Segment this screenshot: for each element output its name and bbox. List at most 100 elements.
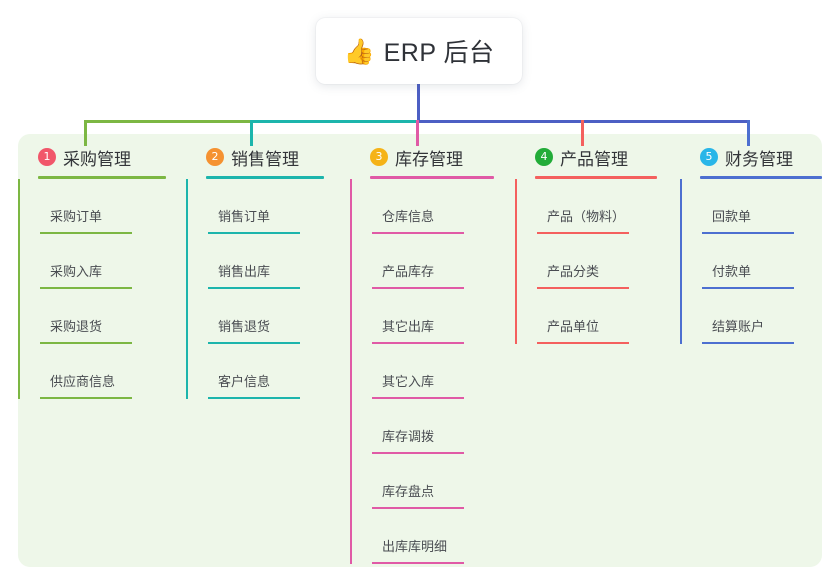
column-badge-icon: 3: [370, 148, 388, 166]
list-item-rule: [208, 287, 300, 289]
list-item-rule: [208, 232, 300, 234]
list-item[interactable]: 采购退货: [40, 289, 186, 344]
list-item-rule: [372, 232, 464, 234]
thumbs-up-icon: 👍: [343, 37, 375, 66]
list-item-rule: [40, 342, 132, 344]
page-title: ERP 后台: [383, 39, 495, 67]
list-item-rule: [40, 397, 132, 399]
list-item-label: 销售退货: [218, 319, 271, 334]
list-item[interactable]: 库存调拨: [372, 399, 515, 454]
column-4: 4 产品管理产品（物料） 产品分类产品单位: [515, 144, 680, 344]
diagram-background-panel: [18, 134, 822, 567]
list-item[interactable]: 其它入库: [372, 344, 515, 399]
list-item-rule: [40, 287, 132, 289]
column-spine: [18, 179, 20, 399]
list-item-label: 仓库信息: [382, 209, 435, 224]
list-item[interactable]: 付款单: [702, 234, 822, 289]
list-item-label: 产品单位: [547, 319, 600, 334]
list-item-label: 销售出库: [218, 264, 271, 279]
column-badge-icon: 1: [38, 148, 56, 166]
column-item-list: 回款单付款单结算账户: [680, 179, 822, 344]
list-item-label: 产品库存: [382, 264, 435, 279]
list-item[interactable]: 客户信息: [208, 344, 350, 399]
list-item-label: 回款单: [712, 209, 752, 224]
column-title: 库存管理: [395, 149, 463, 169]
column-item-list: 销售订单销售出库销售退货客户信息: [186, 179, 350, 399]
column-header-1[interactable]: 1 采购管理: [18, 144, 186, 170]
list-item-label: 出库库明细: [382, 539, 448, 554]
list-item-rule: [372, 397, 464, 399]
list-item-label: 其它出库: [382, 319, 435, 334]
list-item-rule: [702, 232, 794, 234]
column-header-4[interactable]: 4 产品管理: [515, 144, 680, 170]
list-item-label: 库存调拨: [382, 429, 435, 444]
list-item[interactable]: 销售订单: [208, 179, 350, 234]
list-item-label: 客户信息: [218, 374, 271, 389]
column-header-rule: [535, 176, 657, 179]
list-item-label: 付款单: [712, 264, 752, 279]
column-header-rule: [700, 176, 822, 179]
connector-drop-col1: [84, 120, 87, 146]
list-item[interactable]: 采购订单: [40, 179, 186, 234]
root-node-card[interactable]: 👍 ERP 后台: [316, 18, 522, 84]
list-item-rule: [372, 507, 464, 509]
list-item-rule: [537, 287, 629, 289]
column-spine: [680, 179, 682, 344]
connector-drop-col4: [581, 120, 584, 146]
column-title: 产品管理: [560, 149, 628, 169]
column-spine: [515, 179, 517, 344]
list-item-label: 产品分类: [547, 264, 600, 279]
column-header-3[interactable]: 3 库存管理: [350, 144, 515, 170]
connector-drop-col5: [747, 120, 750, 146]
list-item[interactable]: 产品单位: [537, 289, 680, 344]
connector-drop-col3: [416, 120, 419, 146]
list-item-label: 产品（物料）: [547, 209, 626, 224]
list-item-rule: [372, 452, 464, 454]
list-item-rule: [372, 562, 464, 564]
list-item[interactable]: 结算账户: [702, 289, 822, 344]
column-title: 财务管理: [725, 149, 793, 169]
list-item[interactable]: 其它出库: [372, 289, 515, 344]
list-item[interactable]: 库存盘点: [372, 454, 515, 509]
column-spine: [350, 179, 352, 564]
list-item[interactable]: 回款单: [702, 179, 822, 234]
column-header-rule: [206, 176, 324, 179]
column-2: 2 销售管理销售订单销售出库销售退货客户信息: [186, 144, 350, 399]
list-item[interactable]: 产品分类: [537, 234, 680, 289]
list-item-rule: [208, 397, 300, 399]
list-item[interactable]: 供应商信息: [40, 344, 186, 399]
column-item-list: 采购订单采购入库采购退货供应商信息: [18, 179, 186, 399]
list-item[interactable]: 仓库信息: [372, 179, 515, 234]
column-3: 3 库存管理仓库信息产品库存其它出库其它入库库存调拨库存盘点出库库明细: [350, 144, 515, 564]
list-item-rule: [372, 342, 464, 344]
list-item-label: 采购退货: [50, 319, 103, 334]
column-header-rule: [370, 176, 494, 179]
column-title: 采购管理: [63, 149, 131, 169]
list-item-label: 结算账户: [712, 319, 765, 334]
column-title: 销售管理: [231, 149, 299, 169]
list-item-rule: [40, 232, 132, 234]
list-item[interactable]: 采购入库: [40, 234, 186, 289]
list-item[interactable]: 销售退货: [208, 289, 350, 344]
list-item-label: 销售订单: [218, 209, 271, 224]
column-spine: [186, 179, 188, 399]
column-header-rule: [38, 176, 166, 179]
list-item-rule: [372, 287, 464, 289]
column-badge-icon: 2: [206, 148, 224, 166]
list-item[interactable]: 产品（物料）: [537, 179, 680, 234]
list-item[interactable]: 销售出库: [208, 234, 350, 289]
column-item-list: 仓库信息产品库存其它出库其它入库库存调拨库存盘点出库库明细: [350, 179, 515, 564]
list-item-rule: [537, 342, 629, 344]
column-badge-icon: 4: [535, 148, 553, 166]
list-item-label: 采购订单: [50, 209, 103, 224]
connector-bus-segment-green: [84, 120, 252, 123]
connector-drop-col2: [250, 120, 253, 146]
list-item-label: 库存盘点: [382, 484, 435, 499]
list-item[interactable]: 出库库明细: [372, 509, 515, 564]
column-header-2[interactable]: 2 销售管理: [186, 144, 350, 170]
list-item-rule: [702, 342, 794, 344]
list-item[interactable]: 产品库存: [372, 234, 515, 289]
list-item-label: 其它入库: [382, 374, 435, 389]
